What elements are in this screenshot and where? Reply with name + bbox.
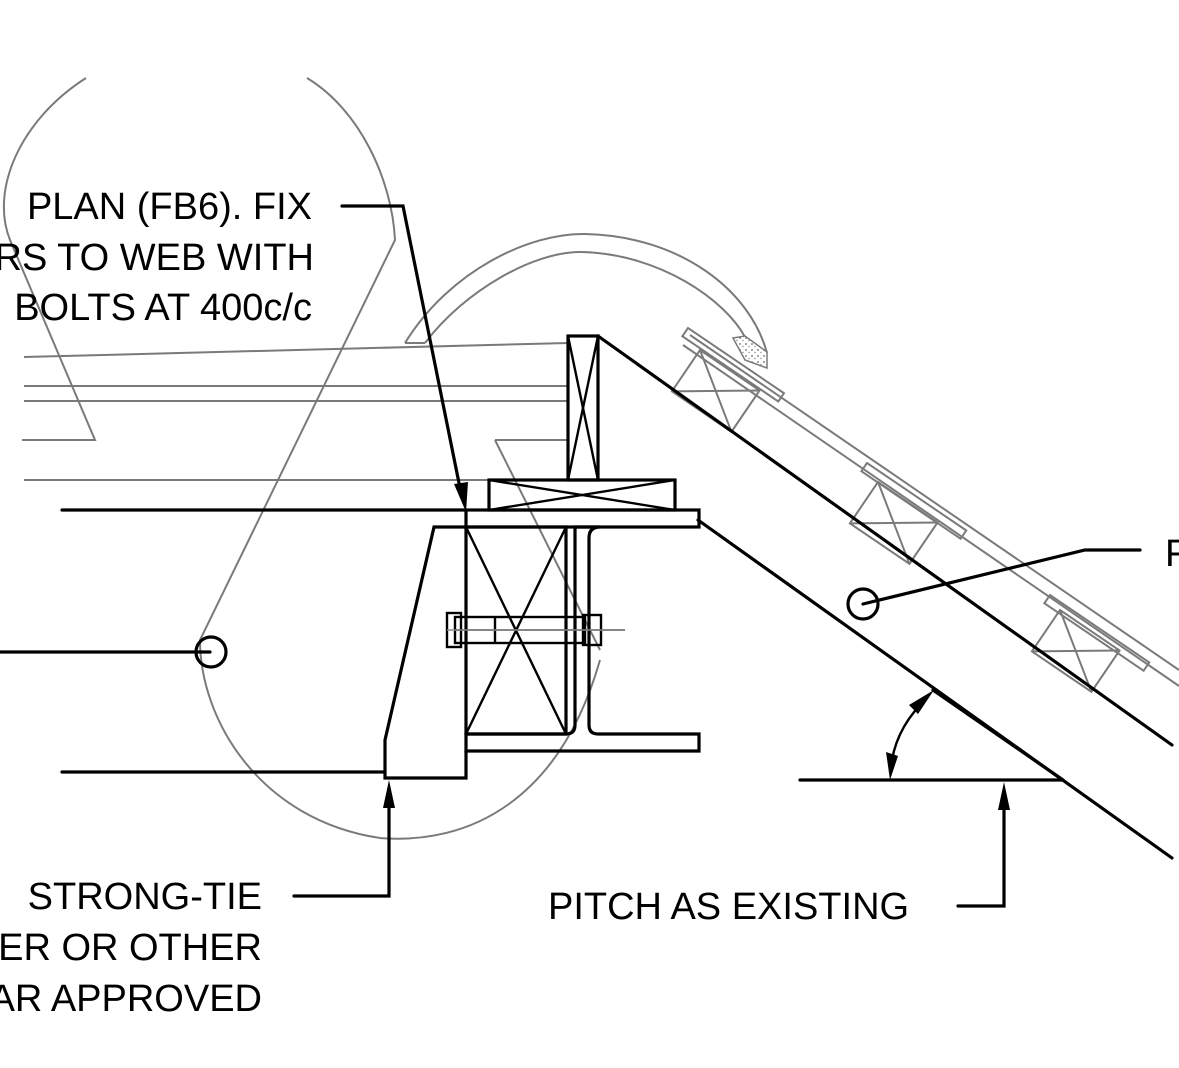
tile-lap bbox=[680, 326, 786, 403]
steel-beam-section bbox=[464, 508, 701, 753]
beam-web-and-bottom-flange bbox=[464, 525, 701, 753]
batten bbox=[848, 480, 939, 566]
note-line: ER OR OTHER bbox=[0, 927, 262, 969]
leader-line bbox=[956, 804, 1006, 908]
timber-packer bbox=[487, 478, 677, 512]
ridge-post-timber bbox=[566, 334, 600, 482]
bottom-note-leader bbox=[292, 780, 395, 898]
pitch-note: PITCH AS EXISTING bbox=[548, 886, 909, 928]
tile-lap bbox=[1042, 593, 1151, 673]
existing-structure-outline bbox=[2, 77, 625, 840]
ridge-cap-inner bbox=[424, 250, 746, 344]
note-top-left: PLAN (FB6). FIX RS TO WEB WITH BOLTS AT … bbox=[0, 186, 314, 329]
section-marker-circle-icon bbox=[846, 587, 880, 621]
angle-dimension-arrow-icon bbox=[909, 690, 934, 714]
top-note-leader bbox=[340, 204, 468, 512]
rafter-bottom-edge bbox=[696, 518, 1174, 860]
ridge-cap-outer bbox=[404, 232, 768, 354]
tile-line bbox=[689, 334, 1179, 671]
batten bbox=[1030, 608, 1121, 694]
existing-line bbox=[23, 342, 569, 358]
ridge-cap-tile bbox=[404, 232, 768, 370]
section-marker-circle-icon bbox=[194, 635, 228, 669]
note-line: PLAN (FB6). FIX bbox=[27, 186, 312, 228]
section-marker-right bbox=[846, 548, 1142, 621]
leader-arrow-icon bbox=[383, 780, 395, 808]
roof-tiles-and-battens bbox=[670, 326, 1179, 694]
rafter bbox=[596, 334, 1174, 860]
note-right-cut: F bbox=[1165, 533, 1179, 575]
tile-line bbox=[682, 344, 1179, 687]
strong-tie-hanger bbox=[383, 525, 468, 780]
ridge-bedding-mortar bbox=[731, 335, 768, 370]
rafter-top-edge bbox=[596, 334, 1174, 747]
note-line: BOLTS AT 400c/c bbox=[14, 287, 312, 329]
leader-line bbox=[340, 204, 462, 490]
existing-profile-left bbox=[2, 77, 97, 441]
note-line: RS TO WEB WITH bbox=[0, 237, 314, 279]
leader-arrow-icon bbox=[454, 482, 468, 512]
note-line: AR APPROVED bbox=[0, 978, 262, 1020]
note-line: STRONG-TIE bbox=[28, 876, 262, 918]
pitch-dimension bbox=[798, 688, 1065, 908]
pitch-reference-line bbox=[931, 688, 1065, 782]
leader-arrow-icon bbox=[998, 782, 1010, 810]
leader-line bbox=[292, 798, 391, 898]
beam-top-flange bbox=[464, 508, 701, 529]
existing-profile-arc bbox=[198, 77, 601, 840]
bolt-assembly bbox=[445, 611, 625, 649]
tile-lap bbox=[859, 461, 968, 541]
angle-dimension-arrow-icon bbox=[886, 752, 898, 780]
leader-line bbox=[861, 548, 1142, 606]
note-bottom-left: STRONG-TIE ER OR OTHER AR APPROVED bbox=[0, 876, 262, 1020]
section-marker-left bbox=[0, 635, 228, 669]
